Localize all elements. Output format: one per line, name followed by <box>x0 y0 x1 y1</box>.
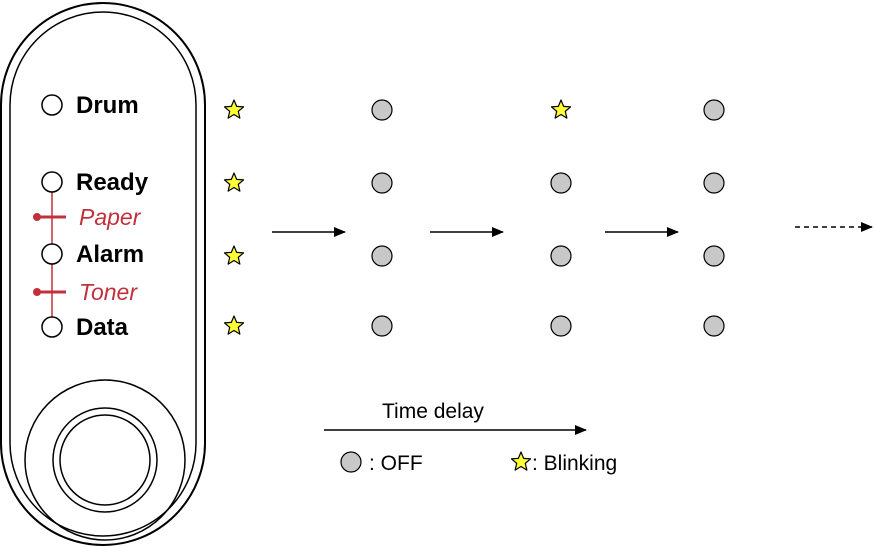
panel-outer-outline <box>0 2 206 546</box>
step-4 <box>703 99 725 337</box>
step-2-led-drum-off-icon <box>371 99 393 121</box>
led-data-indicator <box>41 316 63 338</box>
step-1-led-drum-blinking-star-icon <box>223 99 245 119</box>
led-drum-indicator <box>41 94 63 116</box>
step-3 <box>550 99 572 337</box>
step-3-led-drum-blinking-star-icon <box>550 99 572 119</box>
step-1-led-ready-blinking-star-icon <box>223 172 245 192</box>
step-3-led-ready-off-icon <box>550 172 572 194</box>
led-sequence <box>223 99 725 337</box>
panel-button-inner <box>59 414 151 506</box>
paper-label: Paper <box>79 204 142 230</box>
paper-connector-dot <box>33 213 41 221</box>
led-alarm-label: Alarm <box>76 241 144 268</box>
step-4-led-alarm-off-icon <box>703 245 725 267</box>
step-3-led-data-off-icon <box>550 315 572 337</box>
legend: Time delay : OFF : Blinking <box>324 400 617 475</box>
led-data-label: Data <box>76 314 129 341</box>
off-legend-icon <box>340 451 362 473</box>
blinking-star-icon <box>510 451 532 471</box>
toner-label: Toner <box>79 279 138 305</box>
step-2-led-data-off-icon <box>371 315 393 337</box>
step-arrows <box>272 222 873 237</box>
time-delay-label: Time delay <box>382 400 484 423</box>
led-drum-label: Drum <box>76 92 139 119</box>
control-panel: Drum Ready Alarm Data Paper Toner <box>0 2 206 546</box>
step-1 <box>223 99 245 335</box>
step-4-led-data-off-icon <box>703 315 725 337</box>
step-2-led-alarm-off-icon <box>371 245 393 267</box>
panel-button-middle <box>52 407 158 513</box>
step-1-led-data-blinking-star-icon <box>223 315 245 335</box>
led-ready-indicator <box>41 171 63 193</box>
off-legend-label: : OFF <box>369 452 423 475</box>
led-alarm-indicator <box>41 243 63 265</box>
step-3-led-alarm-off-icon <box>550 245 572 267</box>
panel-inner-outline <box>9 11 197 537</box>
step-4-led-drum-off-icon <box>703 99 725 121</box>
blinking-legend-icon <box>510 451 532 471</box>
toner-connector-dot <box>33 288 41 296</box>
step-4-led-ready-off-icon <box>703 172 725 194</box>
led-ready-label: Ready <box>76 169 149 196</box>
step-2-led-ready-off-icon <box>371 172 393 194</box>
panel-button-outer <box>24 379 186 541</box>
blinking-legend-label: : Blinking <box>532 452 617 475</box>
step-2 <box>371 99 393 337</box>
step-1-led-alarm-blinking-star-icon <box>223 245 245 265</box>
